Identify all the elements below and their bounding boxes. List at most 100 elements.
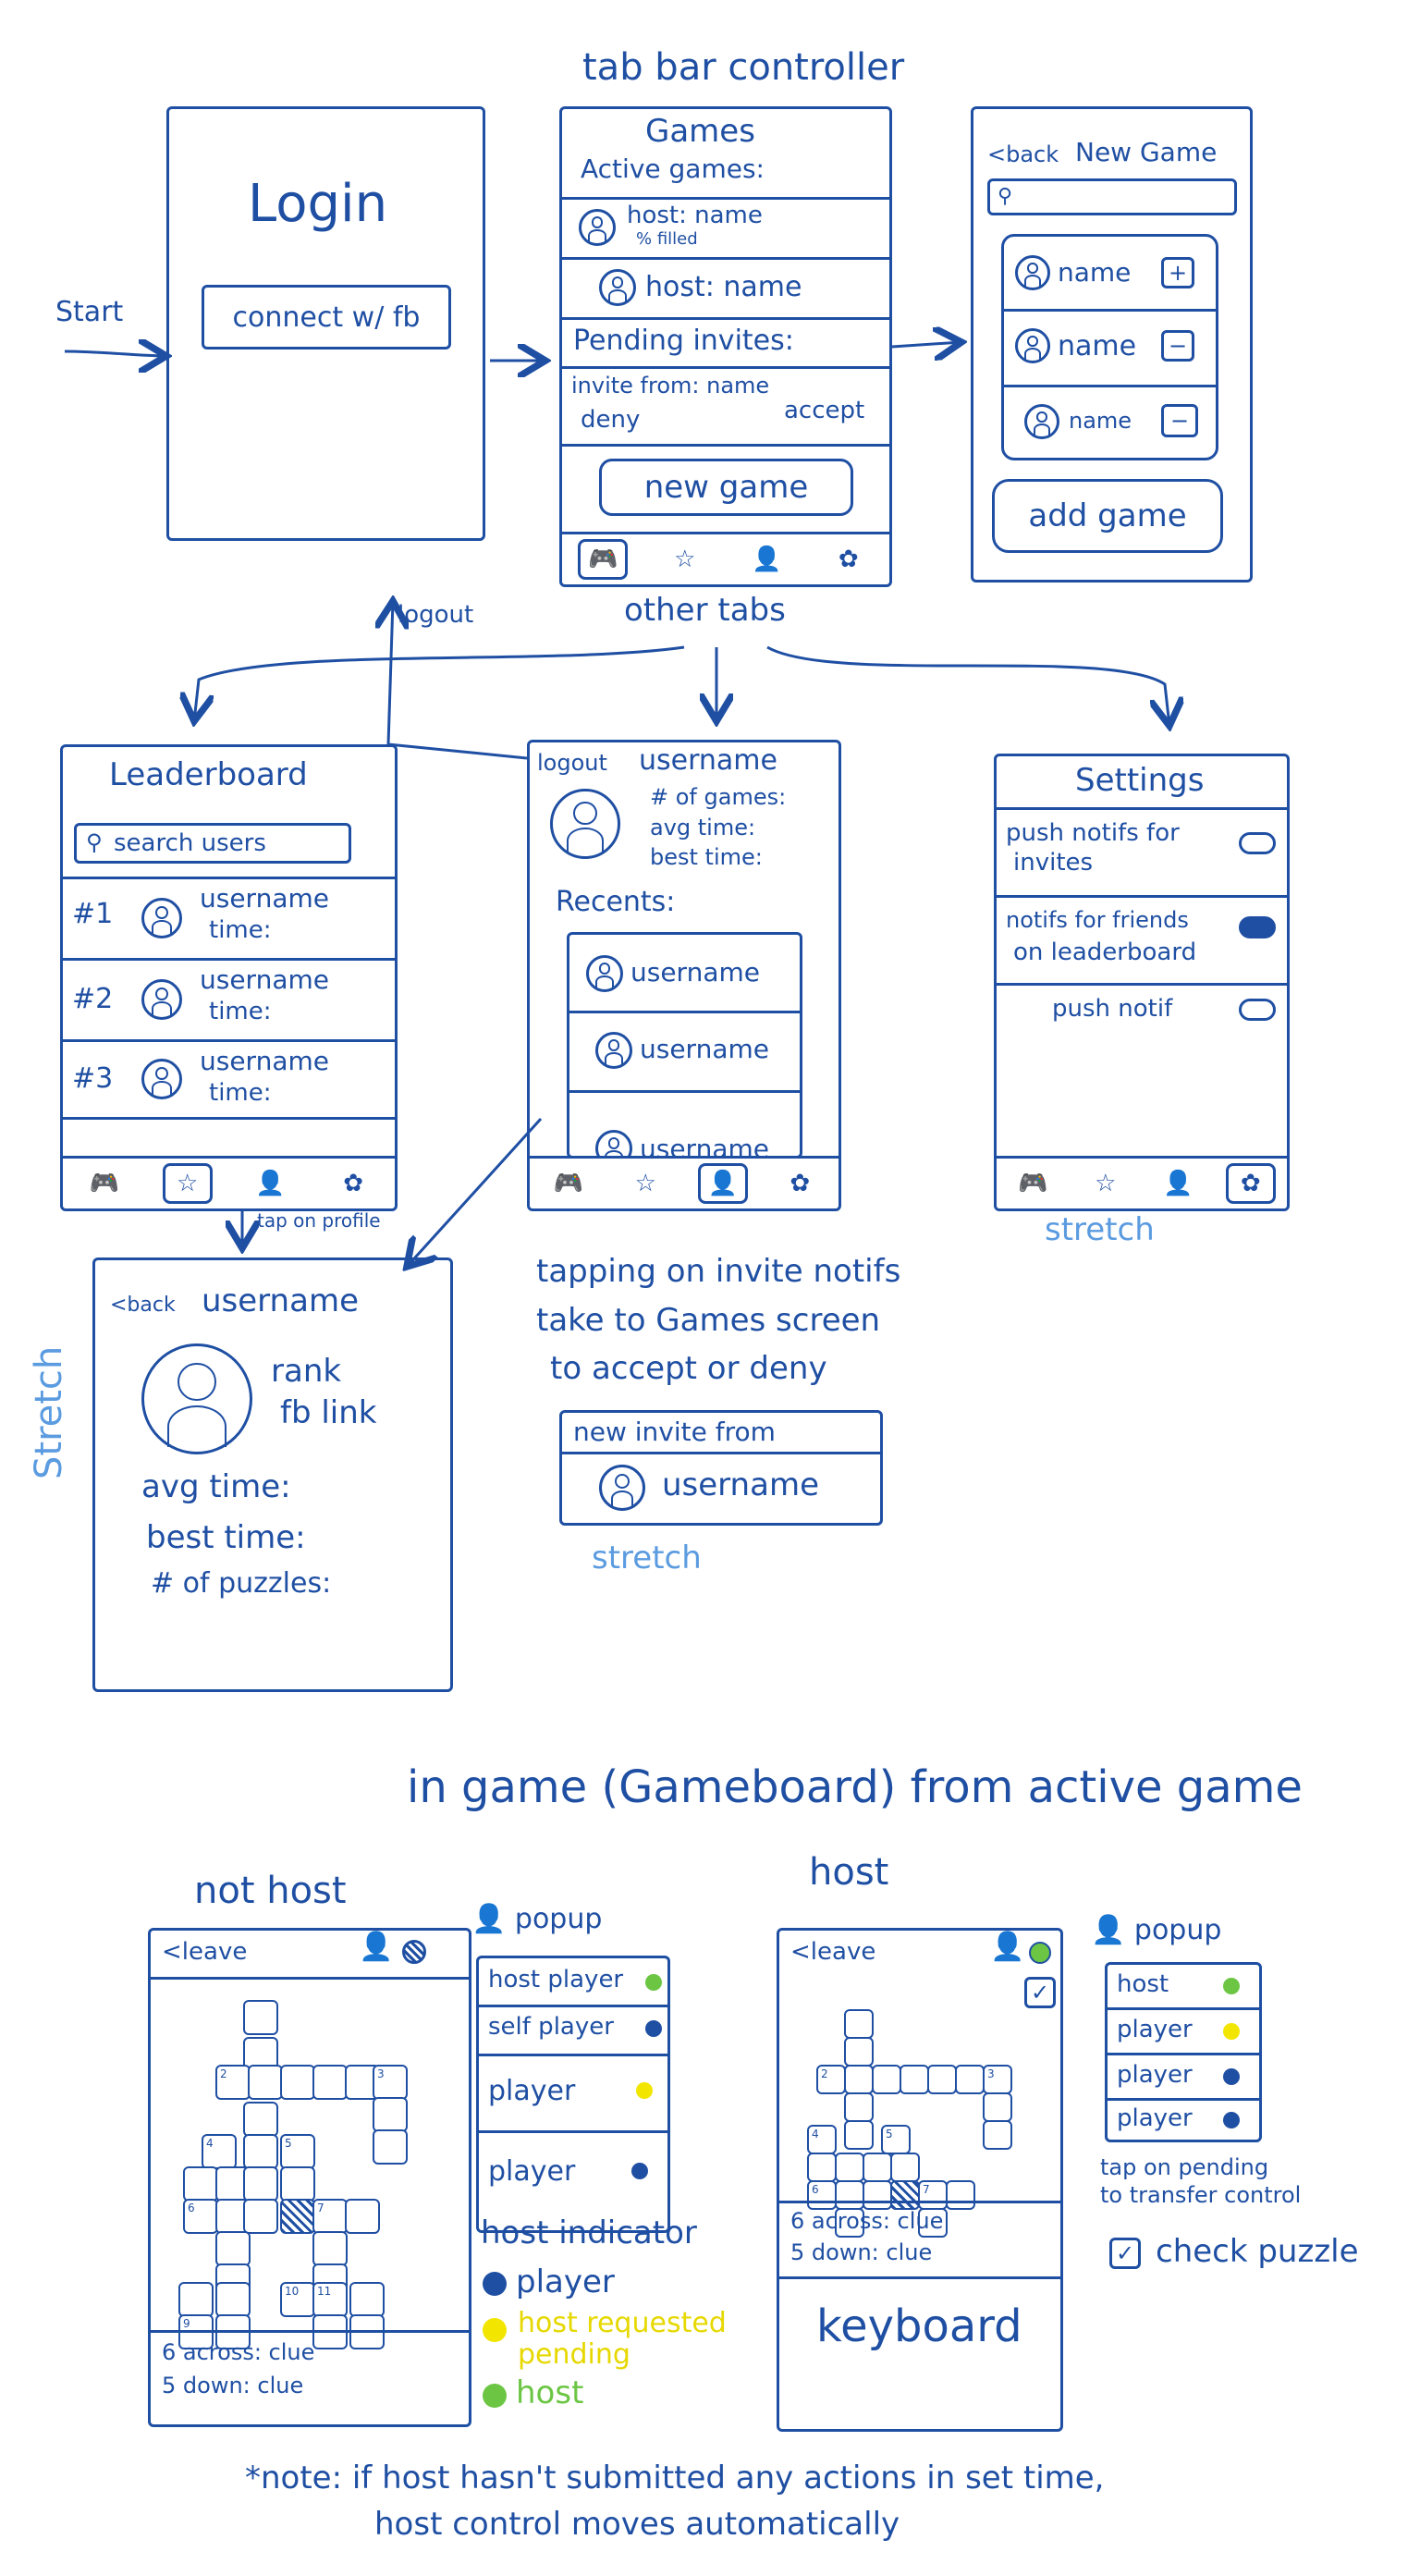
crossword-cell[interactable] (844, 2120, 874, 2150)
leaderboard-tab-icon[interactable]: ☆ (162, 1163, 213, 1204)
crossword-cell[interactable] (312, 2065, 348, 2100)
back-button[interactable]: <back (110, 1294, 176, 1317)
popup-row[interactable]: host player (479, 1958, 667, 2005)
recent-row[interactable]: username (569, 935, 800, 1009)
popup-row[interactable]: player (1108, 2101, 1259, 2141)
crossword-cell[interactable] (983, 2120, 1012, 2150)
crossword-cell[interactable] (807, 2153, 837, 2182)
crossword-cell[interactable] (373, 2097, 408, 2132)
crossword-cell[interactable] (215, 2282, 251, 2317)
popup-row[interactable]: self player (479, 2007, 667, 2054)
players-icon[interactable]: 👤 (359, 1931, 394, 1963)
crossword-cell[interactable]: 3 (373, 2065, 408, 2100)
games-tab-icon[interactable]: 🎮 (553, 1170, 583, 1197)
crossword-cell[interactable] (835, 2208, 864, 2238)
crossword-cell[interactable] (345, 2199, 380, 2234)
crossword-cell[interactable] (243, 2102, 278, 2137)
friend-row[interactable]: name − (1004, 387, 1216, 458)
crossword-cell[interactable] (863, 2153, 892, 2182)
crossword-cell[interactable] (373, 2129, 408, 2165)
leaderboard-tab-icon[interactable]: ☆ (1095, 1170, 1117, 1197)
crossword-cell[interactable]: 6 (183, 2199, 218, 2234)
popup-row[interactable]: host (1108, 1965, 1259, 2007)
crossword-cell[interactable] (215, 2231, 251, 2266)
settings-tab-icon[interactable]: ✿ (838, 546, 859, 573)
active-game-row[interactable]: host: name % filled (562, 200, 889, 257)
crossword-cell[interactable] (844, 2009, 874, 2039)
profile-tab-icon[interactable]: 👤 (697, 1163, 748, 1204)
crossword-cell[interactable] (243, 2199, 278, 2234)
crossword-cell[interactable] (280, 2166, 315, 2202)
crossword-cell[interactable]: 4 (202, 2134, 237, 2169)
crossword-cell[interactable]: 3 (983, 2065, 1012, 2094)
crossword-cell[interactable]: 4 (807, 2125, 837, 2154)
settings-tab-icon[interactable]: ✿ (343, 1170, 364, 1197)
crossword-cell[interactable] (890, 2153, 920, 2182)
popup-row[interactable]: player (1108, 2010, 1259, 2053)
crossword-cell[interactable] (927, 2065, 957, 2094)
crossword-cell[interactable] (248, 2065, 283, 2100)
crossword-cell[interactable]: 5 (881, 2125, 911, 2154)
remove-friend-button[interactable]: − (1161, 404, 1198, 437)
crossword-cell[interactable]: 7 (312, 2199, 348, 2234)
accept-button[interactable]: accept (784, 397, 865, 424)
crossword-cell[interactable] (955, 2065, 985, 2094)
leaderboard-row[interactable]: #1 username time: (63, 879, 395, 958)
crossword-cell[interactable]: 2 (215, 2065, 251, 2100)
new-game-button[interactable]: new game (599, 459, 853, 516)
profile-tab-icon[interactable]: 👤 (255, 1170, 286, 1197)
add-friend-button[interactable]: + (1161, 257, 1194, 288)
crossword-cell[interactable] (243, 2134, 278, 2169)
crossword-cell[interactable] (844, 2037, 874, 2067)
active-game-row[interactable]: host: name (562, 260, 889, 315)
crossword-cell[interactable] (863, 2180, 892, 2210)
crossword-cell[interactable]: 7 (918, 2180, 948, 2210)
leave-button[interactable]: <leave (790, 1938, 876, 1966)
add-game-button[interactable]: add game (992, 479, 1223, 553)
settings-tab-icon[interactable]: ✿ (1225, 1163, 1276, 1204)
crossword-cell[interactable] (312, 2231, 348, 2266)
logout-button[interactable]: logout (537, 750, 607, 776)
crossword-cell[interactable] (844, 2092, 874, 2122)
leave-button[interactable]: <leave (162, 1938, 248, 1966)
profile-tab-icon[interactable]: 👤 (1163, 1170, 1194, 1197)
players-icon[interactable]: 👤 (990, 1931, 1025, 1963)
search-input[interactable]: ⚲ (987, 178, 1237, 215)
crossword-cell[interactable] (243, 2000, 278, 2035)
popup-row[interactable]: player (479, 2056, 667, 2130)
leaderboard-row[interactable]: #2 username time: (63, 961, 395, 1039)
crossword-cell[interactable] (900, 2065, 929, 2094)
crossword-cell[interactable] (918, 2208, 948, 2238)
friend-row[interactable]: name − (1004, 312, 1216, 384)
crossword-cell[interactable] (183, 2166, 218, 2202)
settings-tab-icon[interactable]: ✿ (790, 1170, 811, 1197)
search-users-input[interactable]: ⚲ search users (74, 823, 351, 864)
games-tab-icon[interactable]: 🎮 (1018, 1170, 1048, 1197)
profile-tab-icon[interactable]: 👤 (752, 546, 782, 573)
crossword-cell[interactable]: 10 (280, 2282, 315, 2317)
games-tab-icon[interactable]: 🎮 (578, 539, 629, 580)
check-puzzle-checkbox[interactable]: ✓ (1109, 2238, 1141, 2269)
push-notif-toggle[interactable] (1239, 999, 1276, 1021)
crossword-cell[interactable] (280, 2199, 315, 2234)
games-tab-icon[interactable]: 🎮 (89, 1170, 120, 1197)
fb-link[interactable]: fb link (280, 1394, 377, 1431)
crossword-cell[interactable]: 2 (816, 2065, 846, 2094)
crossword-cell[interactable]: 11 (312, 2282, 348, 2317)
friend-row[interactable]: name + (1004, 237, 1216, 309)
leaderboard-row[interactable]: #3 username time: (63, 1042, 395, 1116)
crossword-cell[interactable] (178, 2282, 214, 2317)
crossword-cell[interactable] (844, 2065, 874, 2094)
check-puzzle-icon[interactable]: ✓ (1024, 1977, 1056, 2008)
recent-row[interactable]: username (569, 1093, 800, 1156)
remove-friend-button[interactable]: − (1161, 330, 1194, 362)
crossword-cell[interactable]: 5 (280, 2134, 315, 2169)
recent-row[interactable]: username (569, 1013, 800, 1087)
crossword-cell[interactable] (983, 2092, 1012, 2122)
crossword-cell[interactable] (280, 2065, 315, 2100)
crossword-cell[interactable]: 6 (807, 2180, 837, 2210)
popup-row[interactable]: player (1108, 2055, 1259, 2098)
keyboard-area[interactable]: keyboard (816, 2300, 1022, 2352)
crossword-grid[interactable]: 2 3 4 5 6 7 (779, 1977, 1060, 2273)
connect-fb-button[interactable]: connect w/ fb (202, 285, 451, 350)
